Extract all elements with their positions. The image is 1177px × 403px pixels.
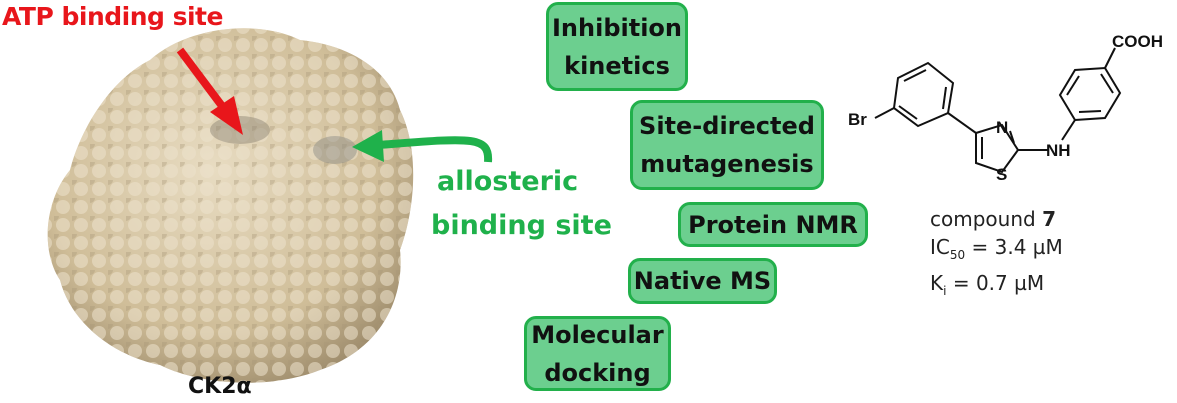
protein-surface-image	[47, 28, 493, 383]
atom-cooh: COOH	[1112, 32, 1163, 51]
method-line: Molecular	[531, 320, 664, 349]
atom-n: N	[996, 118, 1009, 137]
compound-prefix: compound	[930, 207, 1043, 231]
protein-name-label: CK2α	[188, 374, 252, 399]
method-line: Site-directed	[639, 112, 815, 140]
allosteric-label-line2: binding site	[431, 210, 612, 241]
method-line: Protein NMR	[688, 210, 858, 239]
atom-nh: NH	[1046, 141, 1071, 160]
ki-value: Ki = 0.7 µM	[930, 269, 1063, 305]
atom-s: S	[996, 165, 1008, 184]
method-line: kinetics	[564, 51, 670, 80]
atom-br: Br	[848, 110, 867, 129]
atp-binding-site-label: ATP binding site	[2, 2, 223, 31]
method-line: Native MS	[633, 267, 772, 295]
ki-label: K	[930, 271, 944, 295]
method-line: mutagenesis	[640, 150, 814, 178]
ic50-sub: 50	[949, 248, 966, 262]
compound-structure	[874, 47, 1122, 174]
atp-site-arrow	[176, 47, 243, 135]
ki-number: = 0.7 µM	[946, 271, 1045, 295]
compound-info: compound 7 IC50 = 3.4 µM Ki = 0.7 µM	[930, 205, 1063, 305]
method-molecular-docking: Molecular docking	[524, 316, 671, 391]
compound-name: compound 7	[930, 205, 1063, 233]
ki-sub: i	[943, 284, 947, 298]
method-protein-nmr: Protein NMR	[678, 202, 868, 247]
ic50-number: = 3.4 µM	[965, 235, 1063, 259]
allosteric-site-arrow	[352, 130, 493, 163]
method-line: docking	[544, 358, 651, 387]
compound-number: 7	[1042, 207, 1056, 231]
method-line: Inhibition	[551, 13, 682, 42]
ic50-value: IC50 = 3.4 µM	[930, 233, 1063, 269]
method-native-ms: Native MS	[628, 258, 777, 304]
method-site-directed-mutagenesis: Site-directed mutagenesis	[630, 100, 824, 190]
allosteric-label-line1: allosteric	[437, 166, 579, 197]
method-inhibition-kinetics: Inhibition kinetics	[546, 2, 688, 91]
ic50-label: IC	[930, 235, 950, 259]
